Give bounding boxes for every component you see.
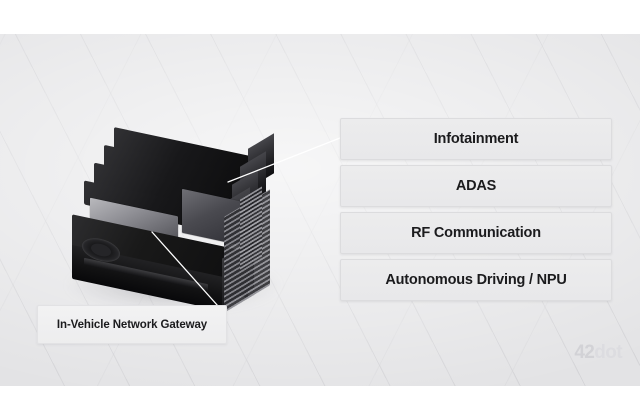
connector-bank-secondary bbox=[240, 186, 262, 270]
callout-card-adas[interactable]: ADAS bbox=[340, 165, 612, 207]
gateway-label-text: In-Vehicle Network Gateway bbox=[56, 318, 208, 331]
watermark-dot: dot bbox=[594, 342, 622, 363]
watermark-42: 42 bbox=[574, 342, 595, 363]
device-render bbox=[62, 127, 287, 319]
callout-card-autonomous-driving-npu[interactable]: Autonomous Driving / NPU bbox=[340, 259, 612, 301]
slide-canvas: Infotainment ADAS RF Communication Auton… bbox=[0, 34, 640, 386]
callout-card-rf-communication[interactable]: RF Communication bbox=[340, 212, 612, 254]
callout-card-label: ADAS bbox=[455, 178, 497, 194]
callout-card-label: RF Communication bbox=[411, 225, 541, 241]
gateway-label-box[interactable]: In-Vehicle Network Gateway bbox=[37, 305, 227, 344]
callout-card-label: Autonomous Driving / NPU bbox=[385, 272, 567, 288]
callout-card-label: Infotainment bbox=[433, 131, 519, 147]
brand-watermark: 42dot bbox=[574, 342, 622, 364]
callout-card-stack: Infotainment ADAS RF Communication Auton… bbox=[340, 118, 612, 306]
callout-card-infotainment[interactable]: Infotainment bbox=[340, 118, 612, 160]
